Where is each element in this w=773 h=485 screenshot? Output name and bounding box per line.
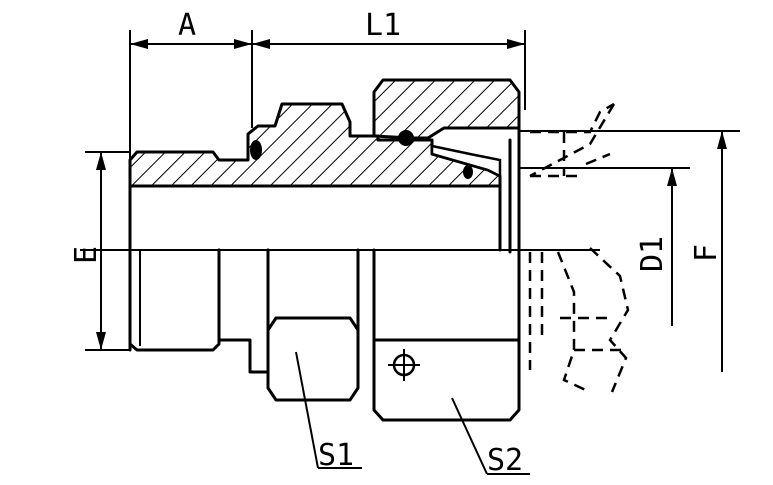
cutting-ring — [430, 144, 502, 179]
label-a: A — [178, 8, 196, 43]
label-s2: S2 — [487, 443, 523, 478]
dimension-d1: D1 — [635, 168, 677, 326]
nut-hex — [372, 248, 521, 422]
ring-seal — [463, 165, 473, 179]
bore — [128, 158, 502, 352]
dimension-a: A — [130, 8, 252, 49]
label-e: E — [69, 246, 104, 264]
extension-lines — [85, 30, 740, 351]
stud-seal — [250, 140, 262, 160]
label-l1: L1 — [365, 8, 401, 43]
thread-stud — [128, 248, 221, 352]
leader-s1: S1 — [295, 351, 362, 473]
tube-phantom — [528, 102, 630, 394]
nut-o-ring — [398, 130, 414, 146]
leader-s2: S2 — [451, 397, 530, 478]
body-hex — [266, 248, 360, 402]
label-d1: D1 — [635, 236, 670, 272]
dimension-f: F — [689, 131, 727, 372]
nut-section — [372, 78, 521, 140]
label-f: F — [689, 244, 724, 262]
label-s1: S1 — [318, 438, 354, 473]
dimension-l1: L1 — [252, 8, 525, 49]
collar — [217, 248, 270, 374]
